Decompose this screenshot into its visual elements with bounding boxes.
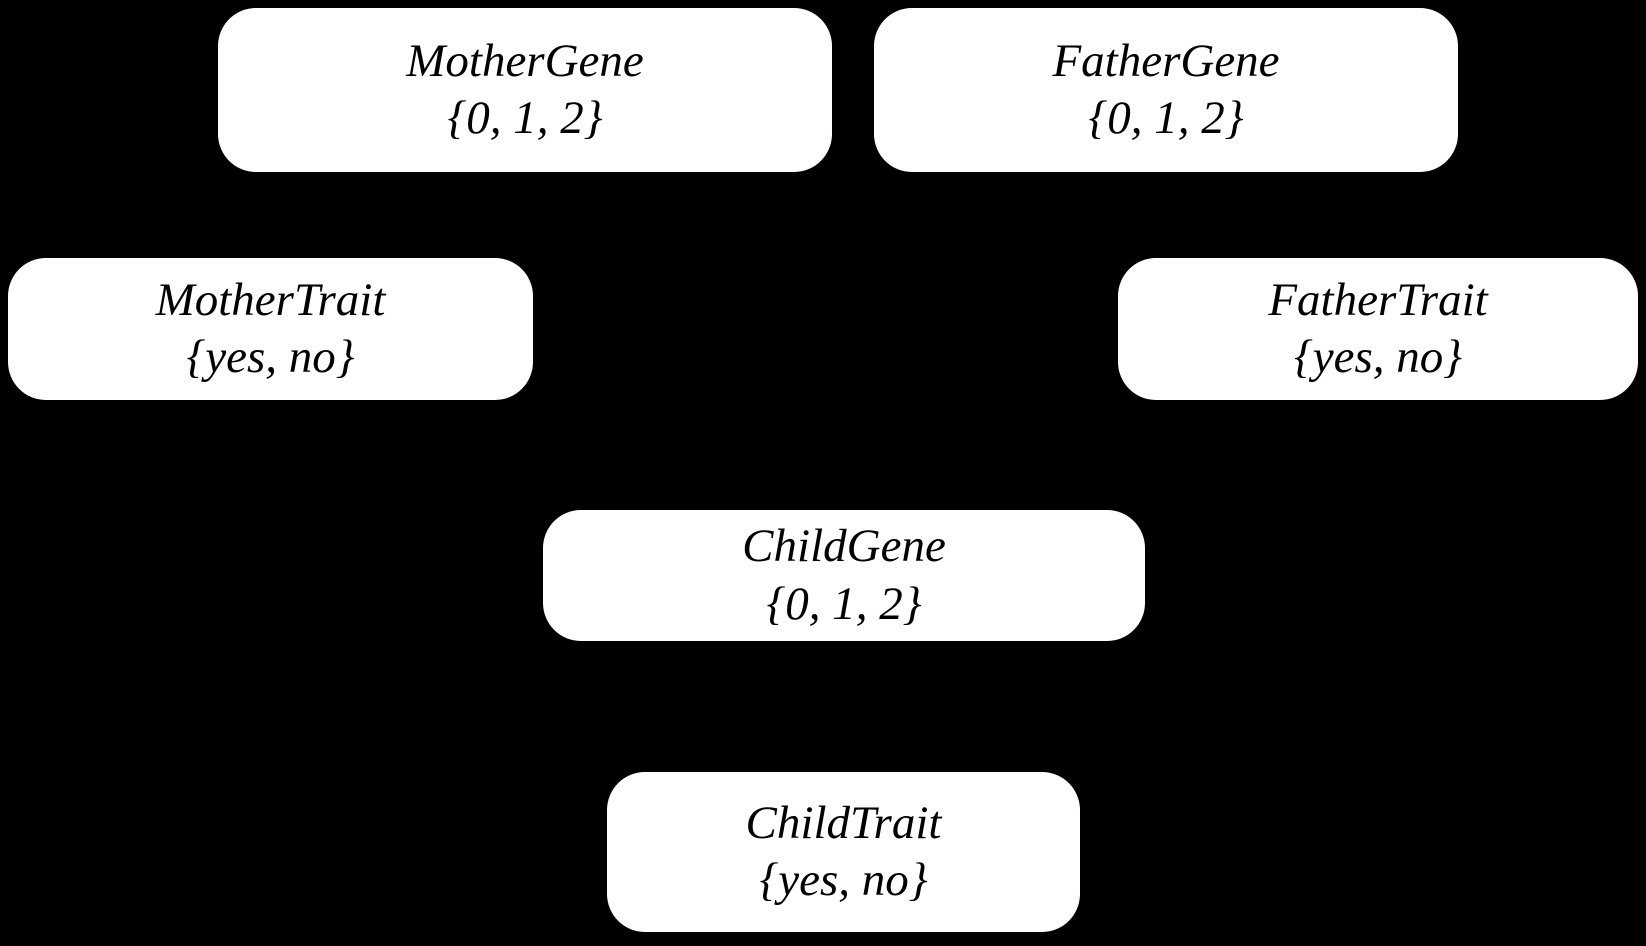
node-child-trait-label: ChildTrait [745, 796, 942, 849]
node-father-trait-label: FatherTrait [1268, 273, 1488, 326]
node-mother-gene-label: MotherGene [406, 34, 644, 87]
node-mother-gene[interactable]: MotherGene {0, 1, 2} [218, 8, 832, 172]
node-father-trait-domain: {yes, no} [1293, 331, 1463, 383]
node-child-gene-domain: {0, 1, 2} [766, 577, 922, 630]
node-father-gene-domain: {0, 1, 2} [1088, 92, 1244, 144]
node-mother-trait-label: MotherTrait [155, 273, 386, 326]
node-mother-gene-domain: {0, 1, 2} [447, 92, 603, 144]
node-child-gene-label: ChildGene [742, 520, 946, 573]
node-father-trait[interactable]: FatherTrait {yes, no} [1118, 258, 1638, 400]
node-child-gene[interactable]: ChildGene {0, 1, 2} [543, 510, 1145, 641]
node-mother-trait-domain: {yes, no} [186, 331, 355, 383]
node-child-trait-domain: {yes, no} [759, 854, 928, 906]
node-father-gene-label: FatherGene [1052, 34, 1280, 87]
node-father-gene[interactable]: FatherGene {0, 1, 2} [874, 8, 1458, 172]
node-mother-trait[interactable]: MotherTrait {yes, no} [8, 258, 533, 400]
node-child-trait[interactable]: ChildTrait {yes, no} [607, 772, 1080, 932]
